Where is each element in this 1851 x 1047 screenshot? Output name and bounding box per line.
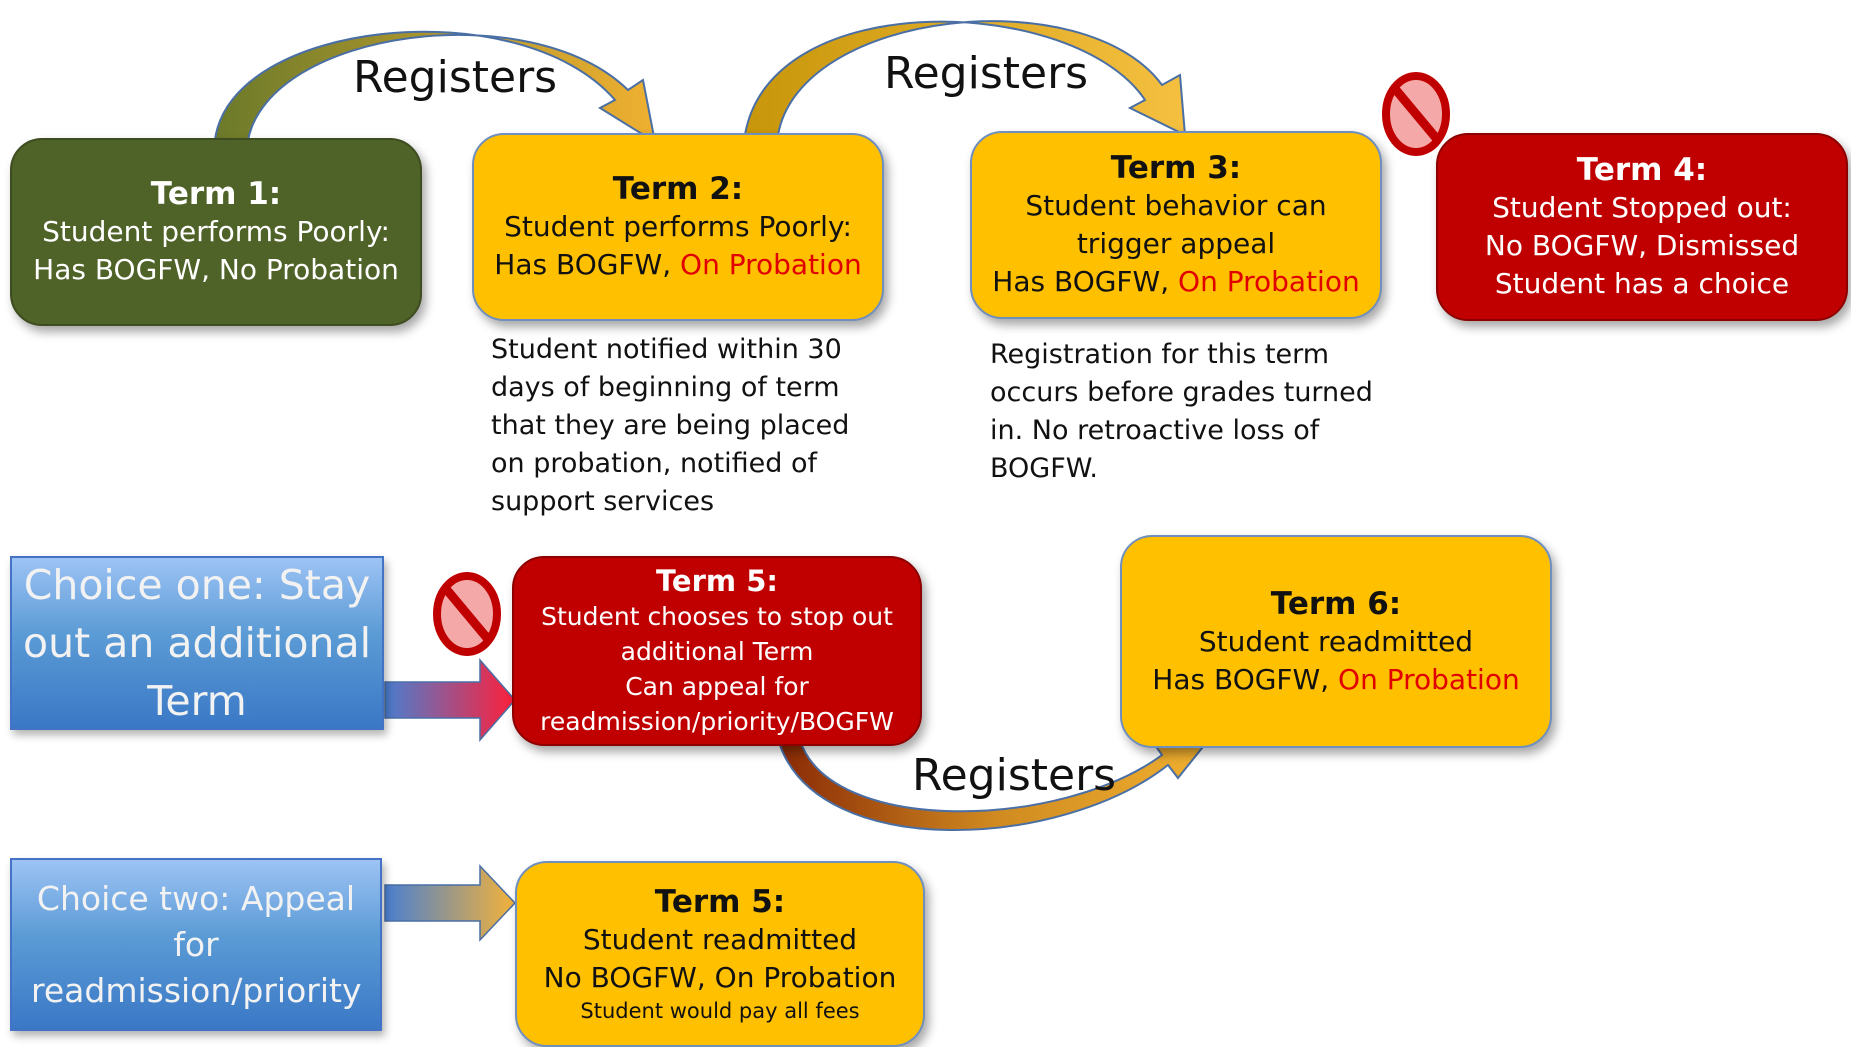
term-2-benefit: Has BOGFW,	[494, 248, 681, 281]
term-6-title: Term 6:	[1270, 585, 1402, 622]
term-4-line2: No BOGFW, Dismissed	[1484, 229, 1800, 262]
term-3-line1: Student behavior can	[1025, 189, 1327, 222]
term-4-title: Term 4:	[1576, 152, 1708, 188]
term-2-line1: Student performs Poorly:	[504, 210, 852, 243]
term-3-line3: Has BOGFW, On Probation	[992, 263, 1359, 301]
term-2-note: Student notified within 30 days of begin…	[491, 334, 850, 517]
term-2-probation: On Probation	[680, 248, 862, 281]
term-1-title: Term 1:	[150, 176, 282, 212]
term-3-title: Term 3:	[1110, 150, 1242, 186]
term-6-line2: Has BOGFW, On Probation	[1152, 661, 1519, 699]
term-1-box: Term 1: Student performs Poorly: Has BOG…	[10, 138, 422, 326]
choice-one-text: Choice one: Stay out an additional Term	[23, 561, 371, 725]
term-4-box: Term 4: Student Stopped out: No BOGFW, D…	[1436, 133, 1848, 321]
term-5a-line4: readmission/priority/BOGFW	[540, 706, 894, 736]
choice-two-text: Choice two: Appeal for readmission/prior…	[31, 878, 362, 1010]
term-5b-title: Term 5:	[654, 884, 786, 920]
term-1-line1: Student performs Poorly:	[42, 215, 390, 248]
term-5b-line2: No BOGFW, On Probation	[543, 961, 897, 994]
term-1-line2: Has BOGFW, No Probation	[33, 253, 399, 286]
term-5a-title: Term 5:	[656, 563, 778, 598]
term-5b-line3: Student would pay all fees	[580, 999, 860, 1023]
term-5b-line1: Student readmitted	[582, 923, 858, 956]
term-6-box: Term 6: Student readmitted Has BOGFW, On…	[1120, 535, 1552, 748]
term-5-readmitted-box: Term 5: Student readmitted No BOGFW, On …	[515, 861, 925, 1047]
registers-label-3: Registers	[912, 750, 1117, 801]
term-5a-line3: Can appeal for	[625, 671, 809, 701]
term-2-line2: Has BOGFW, On Probation	[494, 246, 861, 284]
term-3-box: Term 3: Student behavior can trigger app…	[970, 131, 1382, 319]
term-2-box: Term 2: Student performs Poorly: Has BOG…	[472, 133, 884, 321]
term-3-line2: trigger appeal	[1076, 227, 1276, 260]
choice-two-box: Choice two: Appeal for readmission/prior…	[10, 858, 382, 1031]
term-3-benefit: Has BOGFW,	[992, 265, 1179, 298]
term-5a-line2: additional Term	[620, 636, 814, 666]
registers-label-1: Registers	[353, 52, 558, 103]
no-entry-icon	[433, 572, 501, 656]
choice-one-arrow	[384, 658, 516, 742]
term-5a-line1: Student chooses to stop out	[541, 601, 893, 631]
registers-label-2: Registers	[884, 48, 1089, 99]
term-3-note: Registration for this term occurs before…	[990, 339, 1373, 484]
term-2-title: Term 2:	[612, 171, 744, 207]
choice-two-arrow	[384, 864, 517, 942]
term-4-line3: Student has a choice	[1494, 267, 1790, 300]
term-6-line1: Student readmitted	[1198, 624, 1474, 658]
term-6-benefit: Has BOGFW,	[1152, 662, 1339, 696]
term-6-probation: On Probation	[1338, 662, 1520, 696]
choice-one-box: Choice one: Stay out an additional Term	[10, 556, 384, 730]
term-5-stop-out-box: Term 5: Student chooses to stop out addi…	[512, 556, 922, 746]
term-3-probation: On Probation	[1178, 265, 1360, 298]
term-4-line1: Student Stopped out:	[1492, 191, 1792, 224]
no-entry-icon	[1382, 72, 1450, 156]
